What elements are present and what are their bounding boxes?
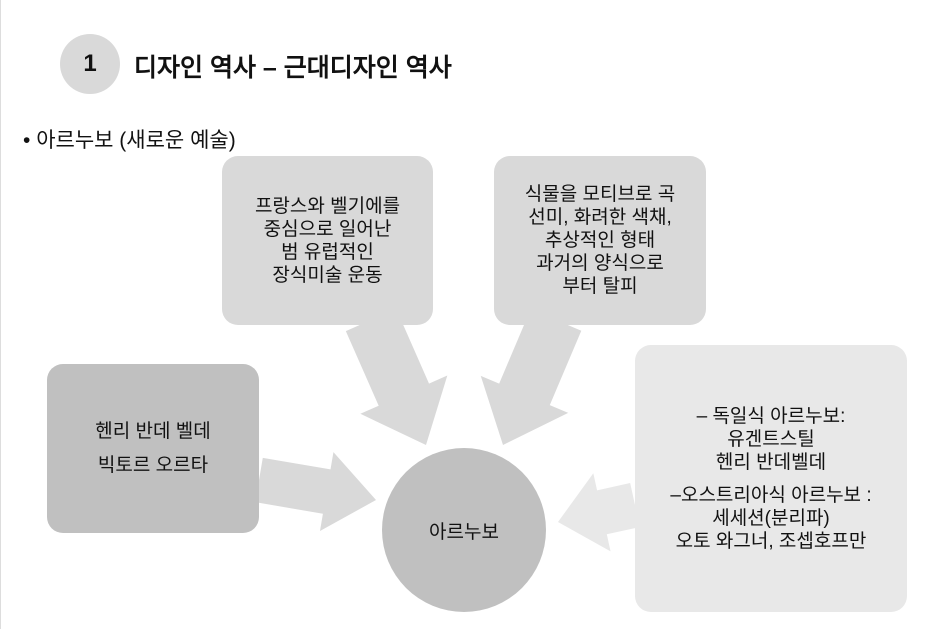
arrow-right (558, 473, 640, 552)
box-top-right: 식물을 모티브로 곡 선미, 화려한 색채, 추상적인 형태 과거의 양식으로 … (494, 156, 706, 325)
box-top-left: 프랑스와 벨기에를 중심으로 일어난 범 유럽적인 장식미술 운동 (222, 156, 433, 325)
center-circle: 아르누보 (382, 448, 546, 612)
bullet-item: • 아르누보 (새로운 예술) (23, 129, 236, 152)
arrow-left (255, 452, 376, 532)
slide-title: 디자인 역사 – 근대디자인 역사 (134, 54, 452, 82)
box-top-right-text: 식물을 모티브로 곡 선미, 화려한 색채, 추상적인 형태 과거의 양식으로 … (524, 184, 676, 297)
arrow-top-left (345, 308, 448, 445)
center-label: 아르누보 (429, 521, 499, 543)
arrow-top-right (480, 309, 582, 445)
box-left-text: 헨리 반데 벨데 빅토르 오르타 (95, 421, 211, 476)
box-left: 헨리 반데 벨데 빅토르 오르타 (47, 364, 259, 533)
section-number-badge: 1 (60, 34, 120, 94)
box-right-text-german: – 독일식 아르누보: 유겐트스틸 헨리 반데벨데 (696, 405, 846, 473)
bullet-text: 아르누보 (새로운 예술) (36, 129, 236, 152)
box-top-left-text: 프랑스와 벨기에를 중심으로 일어난 범 유럽적인 장식미술 운동 (254, 195, 401, 286)
box-right: – 독일식 아르누보: 유겐트스틸 헨리 반데벨데 –오스트리아식 아르누보 :… (635, 345, 907, 612)
box-right-text-austrian: –오스트리아식 아르누보 : 세세션(분리파) 오토 와그너, 조셉호프만 (670, 484, 872, 552)
